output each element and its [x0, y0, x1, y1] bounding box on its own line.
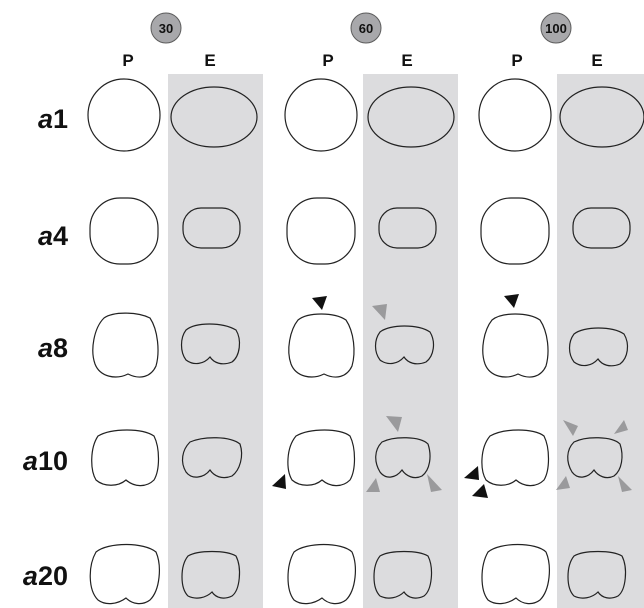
- badge-60-label: 60: [359, 21, 373, 36]
- row-label-a20: a20: [23, 561, 68, 591]
- header-p-100: P: [511, 51, 522, 70]
- row-label-a4: a4: [38, 221, 68, 251]
- outline-a4-p100: [481, 198, 549, 264]
- e-band-60: [363, 74, 458, 608]
- black-arrowhead-a10-p100-lower: [472, 484, 488, 498]
- badge-30-label: 30: [159, 21, 173, 36]
- black-arrowhead-a10-p100-upper: [464, 466, 479, 480]
- outline-a4-p60: [287, 198, 355, 264]
- outline-a20-p60: [288, 545, 355, 604]
- outline-a1-p100: [479, 79, 551, 151]
- outline-a8-p100: [483, 314, 548, 377]
- outline-a4-p30: [90, 198, 158, 264]
- outline-a10-p30: [92, 430, 159, 486]
- outline-a8-p60: [289, 314, 354, 377]
- outline-a10-p100: [482, 430, 549, 486]
- black-arrowhead-a8-p100: [504, 294, 519, 308]
- outline-a20-p30: [90, 545, 159, 604]
- badge-100-label: 100: [545, 21, 567, 36]
- header-e-30: E: [204, 51, 215, 70]
- outline-a1-p30: [88, 79, 160, 151]
- black-arrowhead-a10-p60-left: [272, 474, 286, 489]
- row-label-a1: a1: [38, 104, 68, 134]
- outline-a10-p60: [288, 430, 355, 486]
- black-arrowhead-a8-p60: [312, 296, 327, 310]
- badge-100: 100: [541, 13, 571, 43]
- outline-a8-p30: [93, 313, 158, 377]
- outline-a1-p60: [285, 79, 357, 151]
- row-label-a8: a8: [38, 333, 68, 363]
- header-p-60: P: [322, 51, 333, 70]
- outline-a20-p100: [482, 545, 549, 604]
- badge-60: 60: [351, 13, 381, 43]
- header-e-60: E: [401, 51, 412, 70]
- header-e-100: E: [591, 51, 602, 70]
- header-p-30: P: [122, 51, 133, 70]
- row-label-a10: a10: [23, 446, 68, 476]
- badge-30: 30: [151, 13, 181, 43]
